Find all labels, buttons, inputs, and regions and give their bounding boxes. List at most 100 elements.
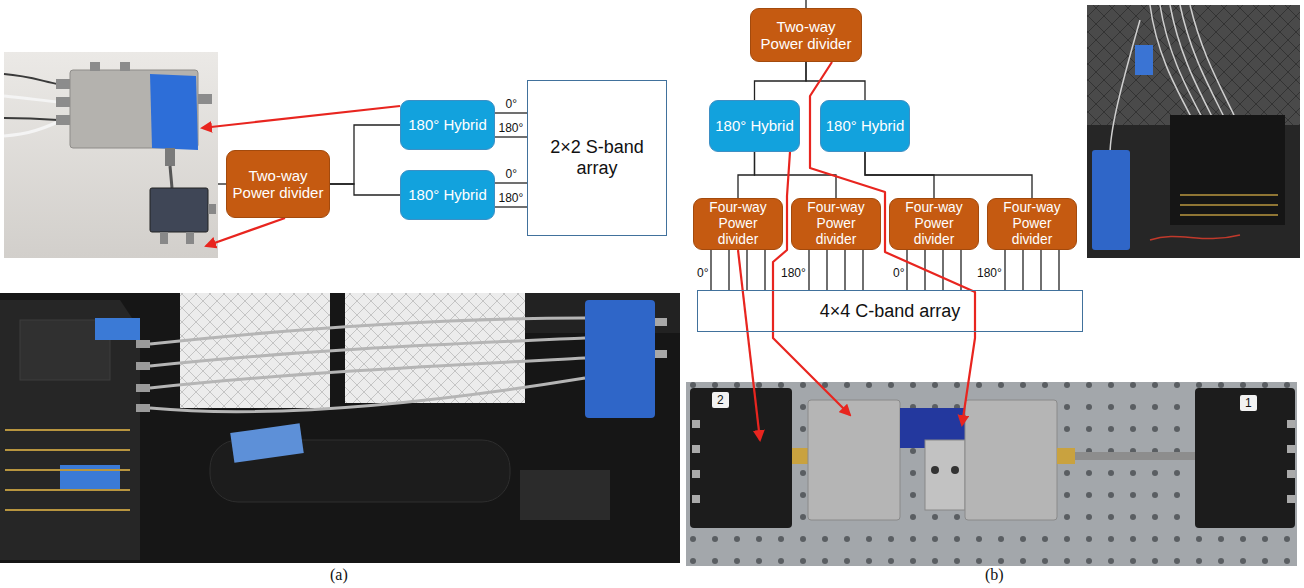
connector-line (764, 250, 765, 290)
phase-label: 180° (977, 267, 1002, 281)
hybrid-box: 180° Hybrid (400, 100, 495, 150)
connector-line (330, 184, 400, 195)
connector-line (1058, 250, 1059, 290)
box-label: Two-way Power divider (230, 167, 326, 202)
connector-line (495, 182, 527, 183)
connector-line (844, 250, 845, 290)
photo-cband-array-setup (1150, 235, 1240, 240)
photo-cband-feed-network (1287, 470, 1295, 478)
photo-cband-array-setup (1087, 5, 1300, 258)
photo-cband-array-setup (1170, 115, 1285, 225)
photo-sband-array-setup (136, 404, 150, 412)
hybrid-box: 180° Hybrid (400, 170, 495, 220)
unit-tag: 1 (1240, 395, 1257, 411)
photo-sband-array-setup (585, 300, 655, 418)
photo-cband-feed-network (686, 382, 1297, 566)
box-label: 180° Hybrid (408, 186, 487, 203)
connector-line (495, 112, 527, 113)
connector-line (710, 250, 711, 290)
power-divider-box: Two-way Power divider (226, 150, 330, 218)
photo-cband-feed-network (951, 466, 959, 474)
photo-sband-array-setup (520, 470, 610, 520)
box-label: 2×2 S-band array (531, 137, 663, 178)
photo-hybrid-assembly (160, 232, 168, 244)
panel-caption: (b) (985, 566, 1004, 584)
power-divider-box: Two-way Power divider (750, 8, 862, 62)
hybrid-box: 180° Hybrid (709, 100, 800, 152)
photo-cband-feed-network (692, 495, 700, 503)
phase-label: 180° (499, 122, 524, 136)
photo-hybrid-assembly (4, 74, 58, 84)
photo-cband-feed-network (925, 440, 965, 510)
photo-cband-array-setup (1087, 5, 1300, 125)
photo-sband-array-setup (136, 384, 150, 392)
box-label: 180° Hybrid (408, 116, 487, 133)
phase-label: 0° (506, 168, 517, 182)
photo-hybrid-assembly (56, 115, 70, 125)
connector-line (746, 250, 747, 290)
photo-sband-array-setup (136, 362, 150, 370)
photo-cband-feed-network (808, 400, 900, 520)
photo-cband-feed-network (1075, 452, 1195, 460)
photo-hybrid-assembly (170, 166, 172, 188)
photo-cband-feed-network (1287, 495, 1295, 503)
photo-sband-array-setup (5, 430, 130, 510)
connector-line (826, 250, 827, 290)
power-divider-box: Four-way Power divider (791, 198, 881, 250)
photo-hybrid-assembly (4, 118, 58, 120)
photo-cband-feed-network (931, 466, 939, 474)
connector-line (862, 250, 863, 290)
connector-line (806, 62, 865, 100)
phase-label: 0° (506, 98, 517, 112)
phase-label: 180° (781, 267, 806, 281)
photo-cband-feed-network (1287, 420, 1295, 428)
feed-input-line (805, 0, 806, 8)
photo-cband-array-setup (1110, 20, 1140, 155)
red-pointer-arrow (738, 250, 760, 440)
connector-line (1022, 250, 1023, 290)
photo-cband-feed-network (1057, 448, 1075, 464)
phase-label: 180° (499, 192, 524, 206)
photo-cband-array-setup (1092, 150, 1130, 250)
connector-line (942, 250, 943, 290)
photo-cband-feed-network (692, 470, 700, 478)
array-box: 4×4 C-band array (697, 290, 1083, 332)
photo-hybrid-assembly (4, 122, 58, 136)
photo-sband-array-setup (230, 423, 303, 462)
phase-label: 0° (697, 267, 708, 281)
connector-line (960, 250, 961, 290)
photo-hybrid-assembly (4, 52, 218, 258)
photo-hybrid-assembly (208, 204, 216, 214)
red-pointer-arrow (202, 106, 400, 128)
box-label: 4×4 C-band array (820, 301, 961, 322)
box-label: Four-way Power divider (795, 200, 877, 247)
box-label: 180° Hybrid (715, 117, 794, 134)
connector-line (808, 250, 809, 290)
red-pointer-arrow (206, 218, 285, 246)
photo-cband-array-setup (1180, 195, 1278, 215)
photo-cband-feed-network (686, 382, 1297, 566)
photo-cband-feed-network (1195, 388, 1295, 528)
photo-hybrid-assembly (4, 52, 218, 258)
connector-line (495, 206, 527, 207)
photo-hybrid-assembly (165, 148, 175, 166)
photo-sband-array-setup (136, 340, 150, 348)
photo-cband-array-setup (1135, 45, 1153, 75)
photo-cband-feed-network (692, 420, 700, 428)
photo-hybrid-assembly (198, 94, 212, 104)
photo-cband-feed-network (792, 448, 808, 464)
panel-caption: (a) (330, 566, 348, 584)
connector-line (495, 136, 527, 137)
connector-line (865, 152, 1032, 198)
photo-cband-feed-network (1287, 445, 1295, 453)
power-divider-box: Four-way Power divider (889, 198, 979, 250)
photo-hybrid-assembly (120, 62, 130, 71)
power-divider-box: Four-way Power divider (987, 198, 1077, 250)
photo-sband-array-setup (150, 358, 585, 388)
photo-cband-feed-network (965, 400, 1057, 520)
power-divider-box: Four-way Power divider (693, 198, 783, 250)
feed-input-line (218, 183, 226, 184)
hybrid-box: 180° Hybrid (820, 100, 910, 152)
